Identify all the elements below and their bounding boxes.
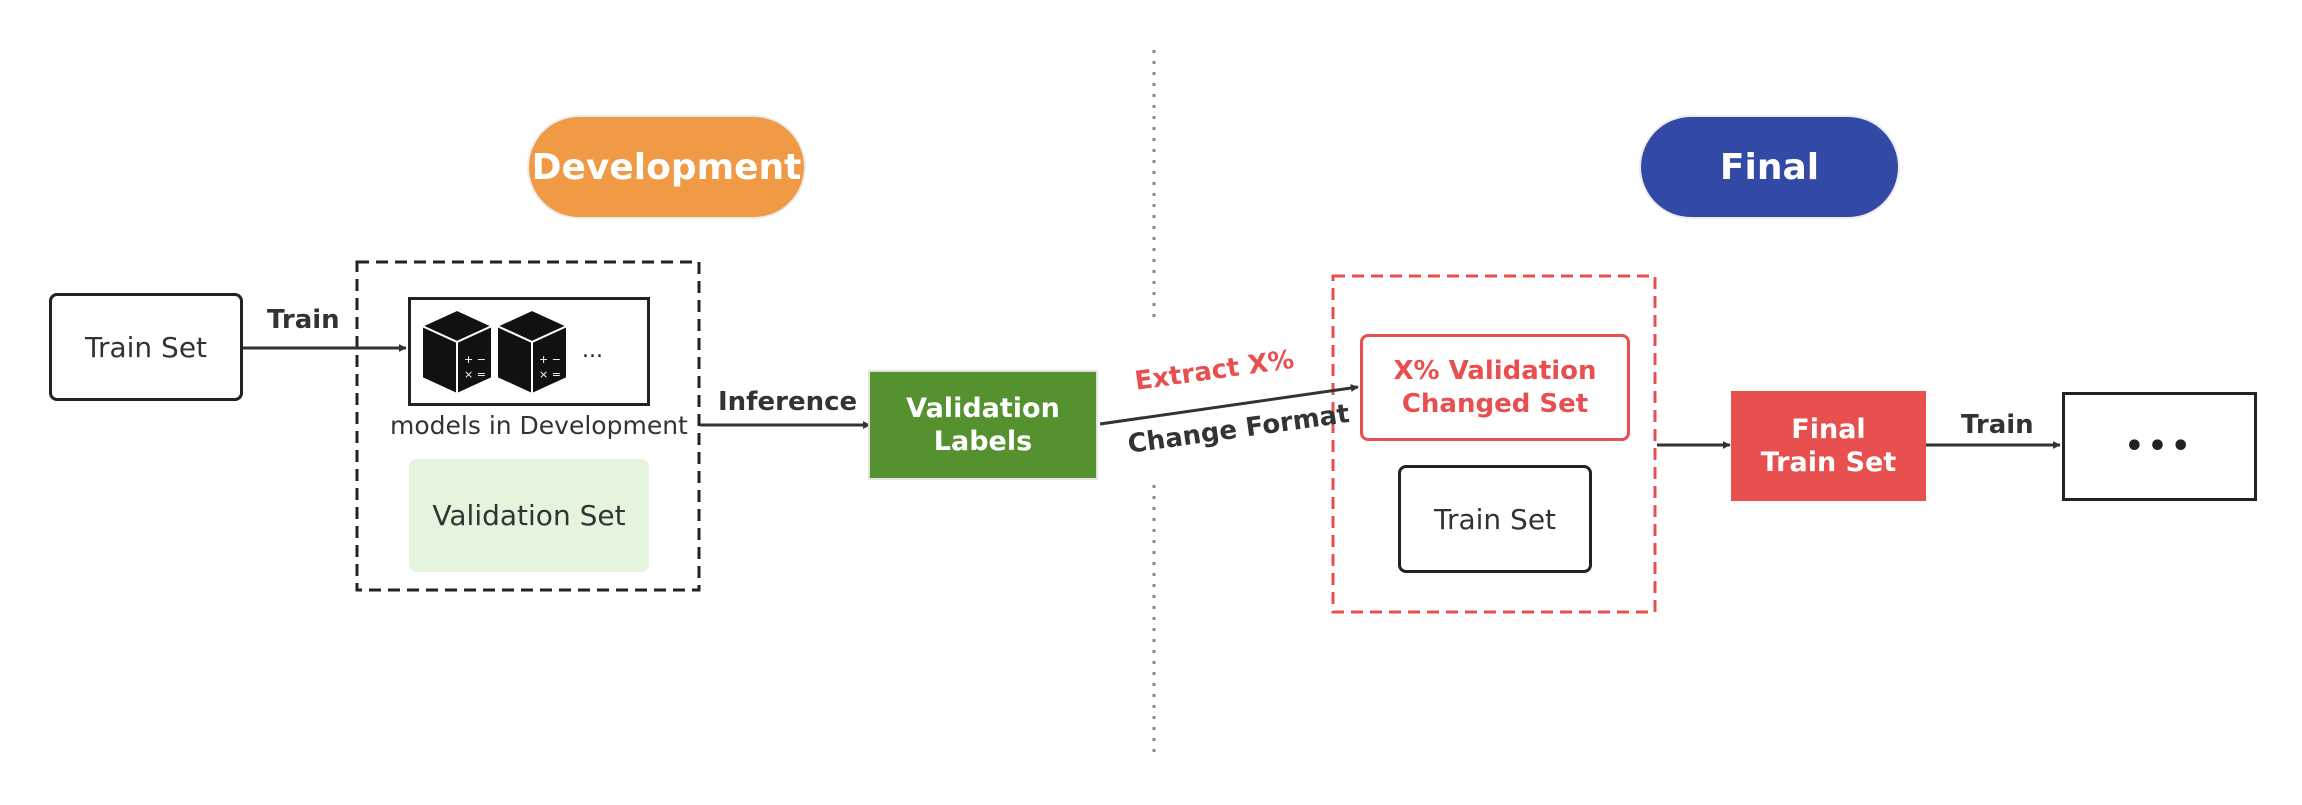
final-train-set-box: Final Train Set	[1731, 391, 1926, 501]
svg-text:+ −: + −	[464, 353, 486, 366]
cube-icon: + − × =	[421, 308, 495, 396]
train-set-box: Train Set	[49, 293, 243, 401]
models-box: + − × = + − × = ...	[408, 297, 650, 406]
changed-set-box: X% Validation Changed Set	[1360, 334, 1630, 441]
svg-text:× =: × =	[539, 368, 561, 381]
validation-set-box: Validation Set	[409, 459, 649, 572]
final-train-set-line2: Train Set	[1760, 447, 1897, 478]
final-train-set-line1: Final	[1791, 414, 1866, 445]
svg-text:× =: × =	[464, 368, 486, 381]
model-cubes: + − × = + − × =	[421, 308, 570, 396]
validation-labels-line2: Labels	[933, 426, 1033, 457]
output-box: •••	[2062, 392, 2257, 501]
final-section-label: Final	[1641, 117, 1898, 217]
models-ellipsis: ...	[582, 338, 603, 363]
cube-icon: + − × =	[494, 308, 570, 396]
development-section-label: Development	[529, 117, 804, 217]
train-set-final-box: Train Set	[1398, 465, 1592, 573]
train-edge-label: Train	[267, 305, 340, 335]
inference-edge-label: Inference	[718, 387, 858, 417]
changed-set-line2: Changed Set	[1401, 388, 1589, 419]
development-group-frame	[355, 260, 701, 592]
validation-labels-box: Validation Labels	[870, 372, 1096, 478]
train-final-edge-label: Train	[1961, 410, 2034, 440]
arrow-extract	[1099, 384, 1359, 426]
validation-labels-line1: Validation	[906, 393, 1060, 424]
models-caption: models in Development	[390, 411, 688, 440]
svg-text:+ −: + −	[539, 353, 561, 366]
changed-set-line1: X% Validation	[1393, 355, 1597, 386]
final-group-frame	[1331, 274, 1657, 614]
